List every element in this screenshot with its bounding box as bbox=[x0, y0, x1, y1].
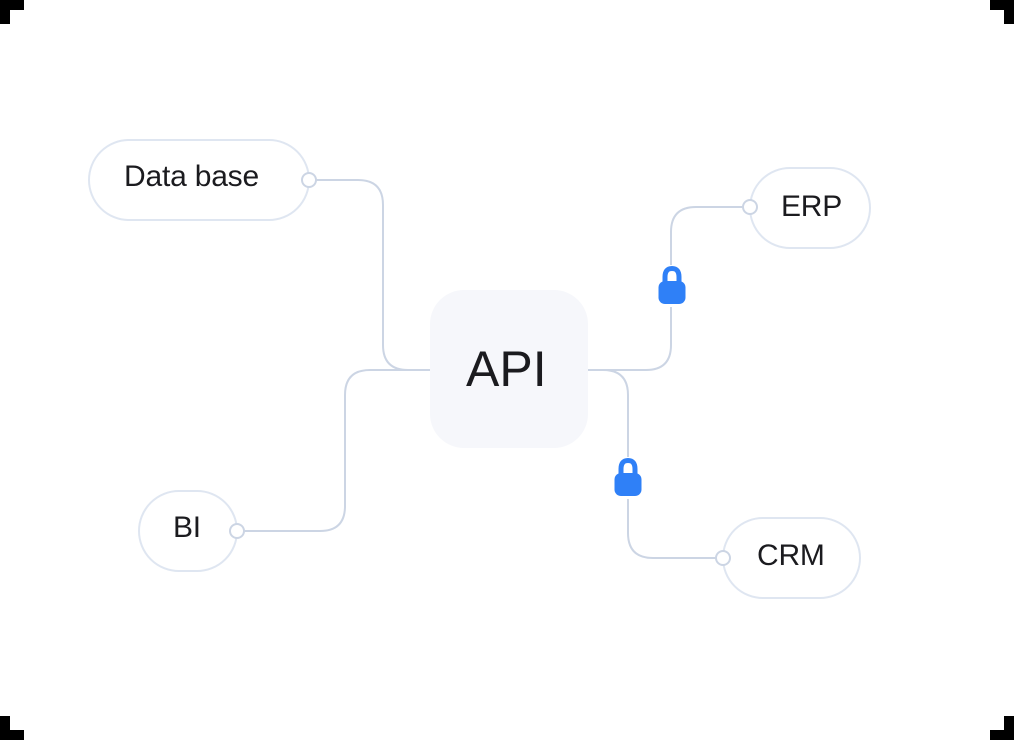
lock-shackle bbox=[618, 457, 638, 479]
node-api-label: API bbox=[466, 341, 547, 397]
lock-shackle bbox=[662, 265, 682, 287]
lock-icon-crm-edge[interactable] bbox=[612, 457, 644, 499]
node-crm[interactable] bbox=[715, 517, 861, 599]
node-bi-label: BI bbox=[173, 511, 201, 544]
lock-body bbox=[614, 473, 642, 496]
node-bi-connector[interactable] bbox=[229, 523, 245, 539]
edge-api-crm[interactable] bbox=[587, 369, 717, 559]
lock-icon-erp-edge[interactable] bbox=[656, 265, 688, 307]
node-database-connector[interactable] bbox=[301, 172, 317, 188]
node-crm-connector[interactable] bbox=[715, 550, 731, 566]
node-api[interactable] bbox=[430, 290, 588, 448]
node-bi[interactable] bbox=[138, 490, 245, 572]
node-erp[interactable] bbox=[742, 167, 871, 249]
node-erp-connector[interactable] bbox=[742, 199, 758, 215]
node-database-label: Data base bbox=[124, 160, 259, 193]
lock-body bbox=[658, 281, 686, 304]
node-erp-label: ERP bbox=[781, 190, 843, 223]
edge-database-api[interactable] bbox=[315, 179, 431, 371]
node-crm-label: CRM bbox=[757, 539, 825, 572]
node-api-shape bbox=[430, 290, 588, 448]
edge-bi-api[interactable] bbox=[243, 369, 431, 532]
node-database[interactable] bbox=[88, 139, 317, 221]
